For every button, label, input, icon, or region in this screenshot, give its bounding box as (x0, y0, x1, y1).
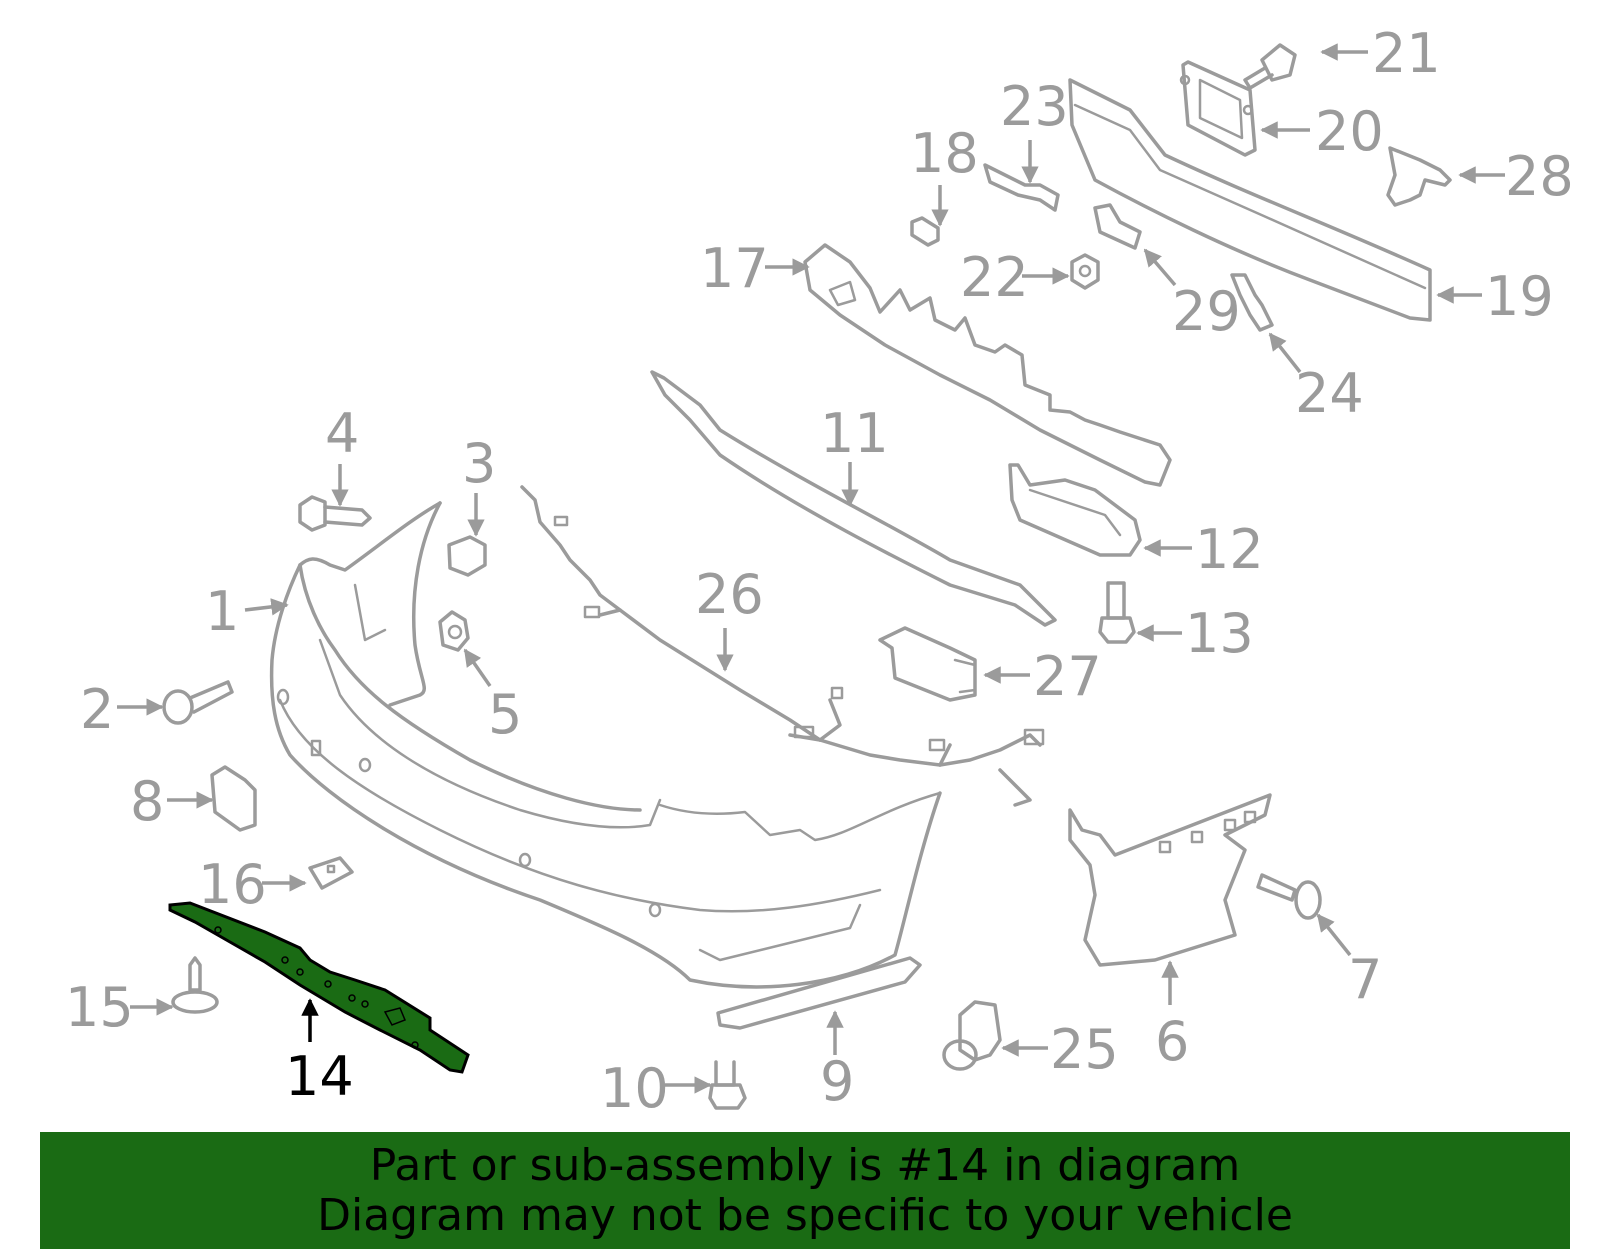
callout-5: 5 (488, 683, 522, 746)
callout-25: 25 (1050, 1018, 1119, 1081)
banner-line-2: Diagram may not be specific to your vehi… (317, 1190, 1293, 1241)
part-5-nut (438, 610, 470, 652)
callout-19: 19 (1485, 265, 1554, 328)
leader-7 (1316, 913, 1352, 957)
callout-28: 28 (1505, 145, 1574, 208)
leader-24 (1268, 332, 1302, 374)
callout-2: 2 (80, 678, 114, 741)
callout-10: 10 (600, 1057, 669, 1120)
part-27-module (878, 626, 977, 702)
part-21-bolt (1243, 43, 1297, 90)
leader-1 (244, 598, 289, 616)
part-18-clip (910, 216, 940, 247)
part-17-absorber (803, 243, 1172, 487)
part-19-reinforcement-beam (1068, 78, 1432, 322)
callout-26: 26 (695, 563, 764, 626)
part-11-absorber-strip (650, 370, 1057, 627)
callout-29: 29 (1172, 280, 1241, 343)
part-7-screw (1256, 873, 1322, 920)
callout-14: 14 (285, 1045, 354, 1108)
callout-23: 23 (1000, 75, 1069, 138)
part-26-wiring-harness (520, 485, 1045, 807)
part-8-clip (210, 765, 257, 832)
info-banner: Part or sub-assembly is #14 in diagram D… (40, 1132, 1570, 1249)
callout-12: 12 (1195, 518, 1264, 581)
part-25-sensor (942, 1000, 1002, 1071)
callout-13: 13 (1185, 602, 1254, 665)
part-10-bolt (708, 1060, 747, 1110)
callout-18: 18 (910, 122, 979, 185)
callout-labels: 1 2 3 4 5 6 7 8 9 10 11 12 13 14 15 16 1… (65, 22, 1574, 1120)
callout-1: 1 (205, 580, 239, 643)
part-16-clip (308, 856, 354, 890)
part-12-bracket (1008, 463, 1142, 557)
part-20-bracket (1179, 60, 1257, 157)
banner-line-1: Part or sub-assembly is #14 in diagram (369, 1140, 1241, 1191)
callout-20: 20 (1315, 100, 1384, 163)
part-22-nut (1070, 253, 1100, 290)
part-15-clip (171, 956, 219, 1014)
part-3-clip (447, 535, 487, 577)
part-24-bracket (1230, 273, 1274, 332)
callout-6: 6 (1155, 1010, 1189, 1073)
callout-17: 17 (700, 237, 769, 300)
callout-22: 22 (960, 246, 1029, 309)
callout-7: 7 (1348, 948, 1382, 1011)
leader-lines (117, 43, 1505, 1094)
callout-11: 11 (820, 402, 889, 465)
part-6-side-bracket (1068, 793, 1272, 967)
callout-4: 4 (325, 402, 359, 465)
callout-15: 15 (65, 976, 134, 1039)
leader-29 (1143, 248, 1177, 287)
part-9-lower-garnish (716, 956, 922, 1030)
part-29-bracket (1093, 203, 1142, 250)
callout-3: 3 (462, 432, 496, 495)
callout-24: 24 (1295, 362, 1364, 425)
callout-21: 21 (1372, 22, 1441, 85)
part-13-bolt (1098, 581, 1136, 644)
part-4-bolt (298, 495, 372, 532)
part-2-screw (162, 680, 234, 725)
part-23-bracket (983, 163, 1060, 212)
callout-27: 27 (1033, 645, 1102, 708)
callout-9: 9 (820, 1050, 854, 1113)
leader-5 (463, 648, 492, 687)
callout-8: 8 (130, 770, 164, 833)
callout-16: 16 (198, 853, 267, 916)
part-28-bracket (1386, 146, 1452, 207)
part-14-lower-reinforcement (168, 901, 470, 1074)
